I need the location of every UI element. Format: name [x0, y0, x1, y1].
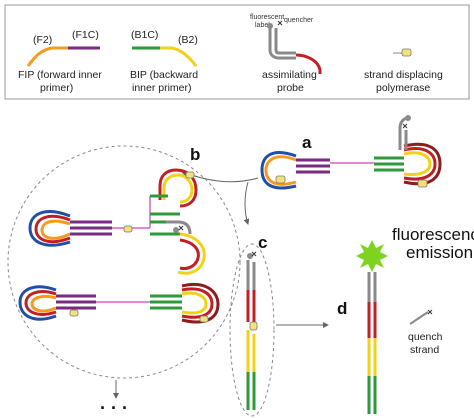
panel-a-label: a [302, 133, 312, 152]
legend-probe: fluorescent label quencher assimilating … [250, 14, 322, 94]
legend-box: (F2) (F1C) FIP (forward inner primer) (B… [4, 4, 470, 100]
b2-left-red [24, 290, 57, 316]
probe-quencher-x [277, 20, 283, 26]
a-left-loop-orange [264, 155, 297, 186]
probe-red-segment [295, 53, 322, 74]
b2-left-orange [30, 294, 57, 313]
bip-left-label: (B1C) [131, 29, 158, 41]
bip-caption-1: BIP (backward [130, 69, 198, 81]
panel-b-circle: b [7, 145, 241, 379]
probe-quencher-label: quencher [284, 17, 314, 24]
panel-d-structure: d fluorescence emission quench strand [337, 225, 474, 414]
b-dashed-circle [7, 145, 241, 379]
b2-polymerase-right [199, 315, 209, 323]
c-probe-fluor [247, 253, 253, 259]
panel-a-structure: a [260, 115, 442, 190]
b1-bottom-red [179, 238, 200, 270]
a-probe-quencher [402, 123, 408, 129]
a-polymerase-left [275, 175, 286, 184]
fip-orange-segment [26, 46, 68, 67]
bip-right-label: (B2) [178, 34, 198, 46]
fip-left-label: (F2) [33, 34, 52, 46]
b1-probe-fluor [173, 227, 179, 233]
a-right-loop-red [403, 147, 437, 181]
b1-probe-gray [166, 220, 192, 235]
probe-fluor-label-2: label [255, 22, 270, 29]
legend-fip: (F2) (F1C) FIP (forward inner primer) [18, 29, 102, 94]
fip-caption-1: FIP (forward inner [18, 69, 102, 81]
probe-caption-1: assimilating [262, 69, 317, 81]
quench-strand-line-2: strand [410, 344, 439, 356]
continuation-dots: · · · [100, 398, 128, 418]
b1-polymerase-top [185, 171, 195, 179]
b2-polymerase [69, 309, 79, 317]
a-probe-fluor [405, 115, 411, 121]
polymerase-caption-2: polymerase [376, 82, 430, 94]
quench-strand-line-1: quench [408, 331, 443, 343]
a-polymerase-right [417, 179, 428, 188]
panel-b-label: b [190, 145, 200, 164]
bip-caption-2: inner primer) [132, 82, 192, 94]
panel-d-label: d [337, 299, 347, 318]
probe-gray-stem-inner [274, 28, 296, 55]
a-left-loop-blue [260, 151, 297, 190]
emission-line-1: fluorescence [392, 225, 474, 244]
bip-yellow-segment [160, 46, 198, 67]
b1-left-red [34, 214, 71, 244]
fluorescence-burst-icon [356, 240, 388, 272]
polymerase-icon [401, 48, 412, 57]
fip-right-label: (F1C) [72, 29, 99, 41]
quench-strand-line [409, 311, 429, 325]
b1-left-orange [40, 219, 71, 240]
arrow-a-to-c [243, 181, 250, 225]
b1-left-blue [28, 210, 71, 247]
probe-fluor-dot [267, 23, 273, 29]
b1-bottom-yellow [177, 232, 206, 275]
probe-gray-stem [268, 28, 296, 60]
legend-bip: (B1C) (B2) BIP (backward inner primer) [130, 29, 198, 94]
polymerase-caption-1: strand displacing [364, 69, 443, 81]
c-probe-quencher [251, 251, 257, 257]
b1-probe-quencher [178, 225, 184, 231]
legend-polymerase: strand displacing polymerase [364, 48, 443, 94]
emission-line-2: emission [406, 243, 473, 262]
c-dashed-ellipse [229, 243, 275, 417]
fip-caption-2: primer) [40, 82, 73, 94]
b2-left-blue [18, 285, 57, 321]
panel-c-structure: c [229, 233, 275, 417]
panel-c-label: c [258, 233, 267, 252]
c-polymerase [249, 321, 258, 331]
quench-strand-x [427, 309, 433, 315]
b2-right-darkred [181, 283, 220, 324]
b1-polymerase [123, 225, 133, 233]
probe-caption-2: probe [277, 82, 304, 94]
b2-right-yellow [181, 291, 208, 315]
b1-hairpin-yellow [162, 173, 194, 204]
b2-right-red [181, 287, 214, 319]
probe-fluor-label-1: fluorescent [250, 14, 284, 21]
a-right-loop-yellow [403, 151, 432, 176]
